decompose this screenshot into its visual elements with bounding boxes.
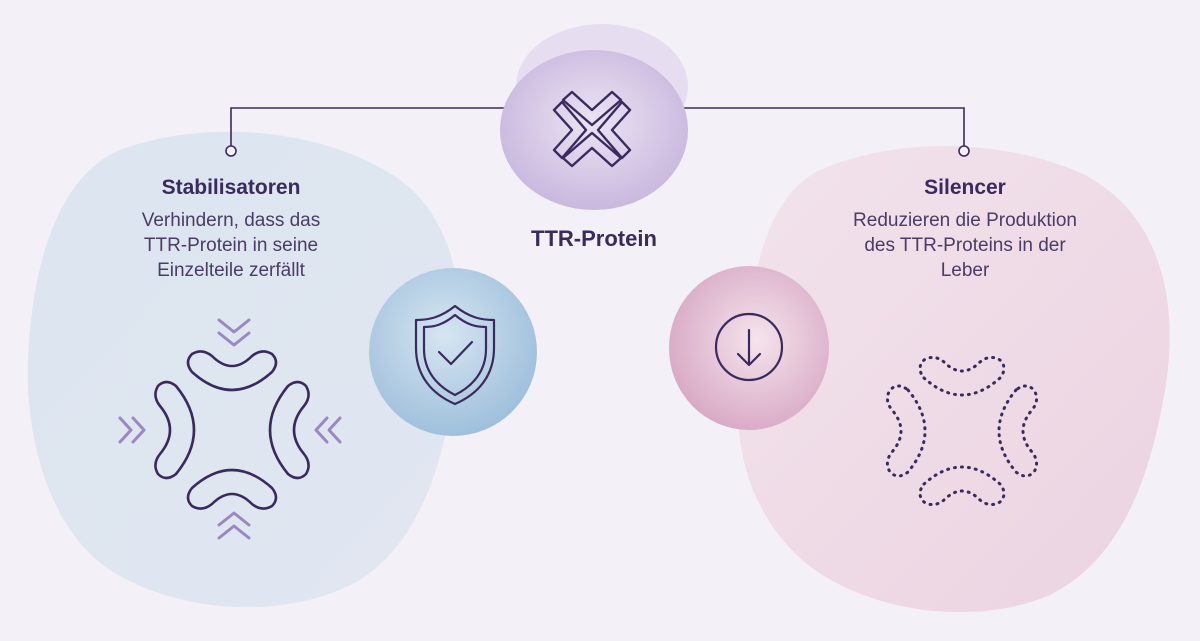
chevron-arrows <box>118 318 342 540</box>
connector-right-dot <box>958 145 970 157</box>
right-description-line: des TTR-Proteins in der <box>864 235 1066 256</box>
ttr-protein-icon <box>552 90 632 168</box>
right-blob <box>738 146 1170 613</box>
connector-left-dot <box>225 145 237 157</box>
right-title: Silencer <box>924 176 1006 199</box>
center-circle <box>500 50 688 210</box>
connector-left <box>230 107 515 150</box>
left-description-line: Verhindern, dass das <box>141 210 321 231</box>
shield-badge <box>369 268 537 436</box>
right-description: Reduzieren die Produktion des TTR-Protei… <box>820 208 1110 283</box>
left-description-line: Einzelteile zerfällt <box>157 260 305 281</box>
right-description-line: Reduzieren die Produktion <box>853 210 1077 231</box>
center-label: TTR-Protein <box>531 226 657 251</box>
dissolving-protein-icon <box>885 355 1039 507</box>
connector-right <box>680 107 965 150</box>
right-description-line: Leber <box>940 260 990 281</box>
left-title: Stabilisatoren <box>161 176 301 199</box>
stabilized-protein-icon <box>118 318 342 540</box>
left-blob <box>27 131 461 608</box>
left-description: Verhindern, dass das TTR-Protein in sein… <box>111 208 351 283</box>
arrow-down-circle-icon <box>714 312 784 382</box>
left-description-line: TTR-Protein in seine <box>143 235 319 256</box>
shield-check-icon <box>414 304 496 406</box>
